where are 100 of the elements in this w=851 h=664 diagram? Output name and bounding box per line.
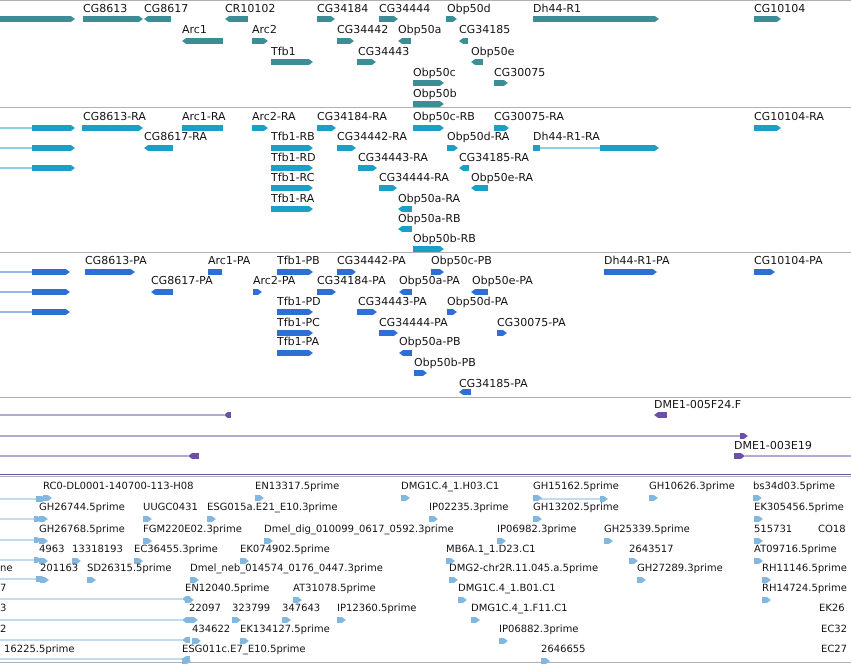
- feature-label: Dh44-R1-RA: [533, 130, 600, 143]
- feature-label: Arc1-PA: [208, 254, 250, 267]
- feature-label: CG34185: [459, 23, 510, 36]
- feature-label: Obp50c-RB: [413, 110, 475, 123]
- feature-label: 7: [0, 583, 6, 595]
- feature-label: Tfb1-PA: [277, 335, 319, 348]
- feature-label: CG10104-PA: [754, 254, 823, 267]
- feature-label: CG34185-RA: [459, 151, 529, 164]
- feature-label: Dh44-R1-PA: [604, 254, 670, 267]
- feature-label: 434622: [192, 624, 230, 636]
- feature-label: DME1-005F24.F: [654, 398, 742, 411]
- feature-label: Arc2: [252, 23, 277, 36]
- feature-label: 22097: [189, 603, 221, 615]
- feature-label: Tfb1-PD: [277, 295, 321, 308]
- feature-label: Obp50d: [447, 2, 491, 15]
- feature-label: AT31078.5prime: [293, 583, 376, 595]
- feature-label: Arc1: [182, 23, 207, 36]
- feature-label: GH10626.3prime: [649, 481, 735, 493]
- feature-label: GH25339.5prime: [604, 524, 690, 536]
- feature-label: 323799: [232, 603, 270, 615]
- feature-label: CG34184: [317, 2, 368, 15]
- feature-label: Tfb1-RA: [271, 192, 314, 205]
- feature-label: EK305456.5prime: [754, 502, 844, 514]
- feature-label: 2643517: [629, 544, 674, 556]
- feature-label: Arc1-RA: [182, 110, 226, 123]
- feature-label: CG34442-RA: [337, 130, 407, 143]
- feature-label: Dh44-R1: [533, 2, 582, 15]
- feature-label: DMG1C.4_1.F11.C1: [471, 603, 568, 615]
- feature-label: Obp50d-RA: [447, 130, 510, 143]
- feature-label: 3: [0, 603, 6, 615]
- feature-label: EK26: [819, 603, 845, 615]
- feature-label: ESG015a.E21_E10.3prime: [207, 502, 338, 514]
- feature-label: CG8617: [144, 2, 188, 15]
- feature-label: CR10102: [225, 2, 276, 15]
- feature-label: Tfb1-RC: [271, 171, 314, 184]
- feature-label: MB6A.1_1.D23.C1: [446, 544, 536, 556]
- feature-label: Tfb1-RD: [271, 151, 316, 164]
- feature-label: EC36455.3prime: [134, 544, 218, 556]
- feature-label: CG8613-RA: [83, 110, 146, 123]
- feature-label: CG30075-PA: [497, 316, 566, 329]
- feature-label: Tfb1-PC: [277, 316, 320, 329]
- feature-label: DMG2-chr2R.11.045.a.5prime: [449, 563, 598, 575]
- feature-label: 347643: [282, 603, 320, 615]
- feature-label: 13318193: [72, 544, 123, 556]
- feature-label: CG34443: [358, 45, 410, 58]
- feature-label: CG34444-PA: [379, 316, 448, 329]
- feature-label: Obp50b: [413, 87, 457, 100]
- feature-label: GH26768.5prime: [39, 524, 125, 536]
- feature-label: CG10104-RA: [754, 110, 824, 123]
- feature-label: IP02235.3prime: [429, 502, 508, 514]
- feature-label: CG34184-PA: [317, 274, 386, 287]
- feature-label: ESG011c.E7_E10.5prime: [182, 644, 306, 656]
- feature-label: IP06882.3prime: [499, 624, 578, 636]
- feature-label: GH13202.5prime: [533, 502, 619, 514]
- feature-label: Tfb1: [271, 45, 296, 58]
- feature-label: 515731: [754, 524, 792, 536]
- feature-label: CG30075-RA: [494, 110, 564, 123]
- feature-label: RH11146.5prime: [762, 563, 847, 575]
- feature-label: Arc2-RA: [252, 110, 296, 123]
- feature-label: Obp50a: [398, 23, 442, 36]
- feature-label: CG10104: [754, 2, 806, 15]
- feature-label: IP12360.5prime: [337, 603, 416, 615]
- feature-label: Obp50c-PB: [431, 254, 492, 267]
- feature-label: Obp50e-PA: [472, 274, 533, 287]
- feature-label: Obp50d-PA: [447, 295, 508, 308]
- feature-label: EC32: [821, 624, 848, 636]
- feature-label: AT09716.5prime: [754, 544, 837, 556]
- feature-label: FGM220E02.3prime: [143, 524, 242, 536]
- feature-label: EK134127.5prime: [240, 624, 330, 636]
- feature-label: EK074902.5prime: [240, 544, 330, 556]
- feature-label: EN12040.5prime: [185, 583, 270, 595]
- feature-label: GH15162.5prime: [533, 481, 619, 493]
- feature-label: RH14724.5prime: [762, 583, 847, 595]
- feature-label: Obp50b-PB: [414, 356, 476, 369]
- feature-label: CG30075: [494, 66, 546, 79]
- feature-label: CG34442-PA: [337, 254, 406, 267]
- feature-label: CG34444: [379, 2, 430, 15]
- feature-label: Dmel_dig_010099_0617_0592.3prime: [264, 524, 454, 536]
- feature-label: EC27: [821, 644, 848, 656]
- feature-label: IP06982.3prime: [497, 524, 576, 536]
- feature-label: CG34443-RA: [358, 151, 428, 164]
- feature-label: 2: [0, 624, 6, 636]
- feature-label: CG8617-PA: [151, 274, 213, 287]
- feature-label: Obp50a-RA: [398, 192, 460, 205]
- feature-label: Obp50a-PA: [399, 274, 460, 287]
- feature-label: CG34443-PA: [358, 295, 427, 308]
- feature-label: CG34185-PA: [459, 377, 528, 390]
- feature-label: Obp50b-RB: [413, 232, 476, 245]
- feature-label: GH26744.5prime: [39, 502, 125, 514]
- feature-label: ne: [0, 563, 12, 575]
- feature-label: Dmel_neb_014574_0176_0447.3prime: [190, 563, 383, 575]
- feature-label: CG34442: [337, 23, 388, 36]
- feature-label: DMG1C.4_1.H03.C1: [401, 481, 500, 493]
- feature-label: Obp50c: [413, 66, 456, 79]
- feature-label: CG8613: [83, 2, 128, 15]
- feature-label: Tfb1-RB: [271, 130, 315, 143]
- feature-label: Arc2-PA: [253, 274, 296, 287]
- feature-label: RC0-DL0001-140700-113-H08: [43, 481, 194, 493]
- feature-label: CG34444-RA: [379, 171, 449, 184]
- feature-label: Obp50a-PB: [399, 335, 461, 348]
